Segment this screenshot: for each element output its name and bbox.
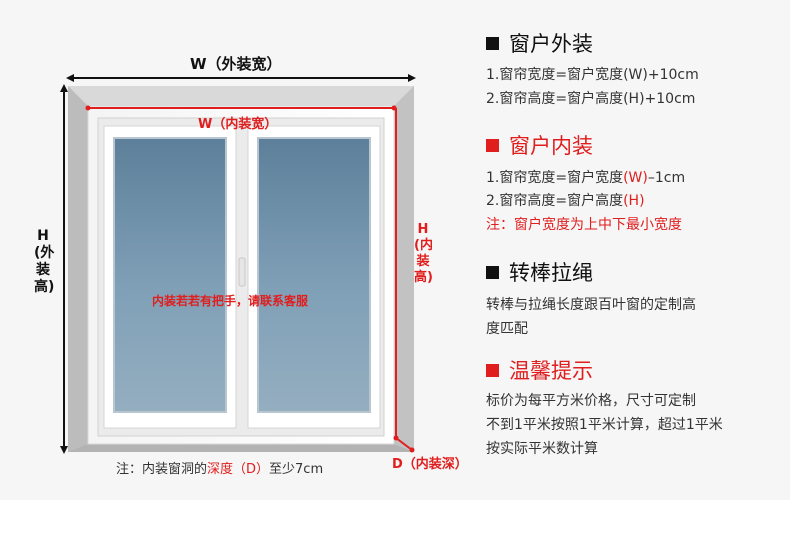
handle-note: 内装若若有把手，请联系客服 — [152, 294, 309, 308]
window-illustration — [60, 74, 416, 454]
depth-label: D（内装深） — [392, 457, 468, 472]
bullet-square-icon — [486, 36, 499, 50]
depth-line — [395, 437, 413, 451]
inner-width-label: W（内装宽） — [198, 117, 278, 132]
right-glass — [257, 137, 371, 413]
rod-cord-title: 转棒拉绳 — [509, 261, 593, 285]
window-handle — [238, 257, 246, 287]
bullet-square-icon — [486, 138, 499, 152]
inside-width-text: 1.窗帘宽度=窗户宽度 — [486, 170, 624, 186]
left-glass — [113, 137, 227, 413]
inside-width-var: (W) — [623, 170, 648, 186]
inside-height-var: (H) — [623, 193, 645, 209]
inside-height-rule: 2.窗帘高度=窗户高度(H) — [486, 190, 645, 210]
outside-mount-title: 窗户外装 — [509, 32, 593, 56]
outside-mount-heading: 窗户外装 — [486, 28, 593, 58]
outside-height-rule: 2.窗帘高度=窗户高度(H)+10cm — [486, 91, 696, 107]
depth-note-suffix: 至少7cm — [269, 462, 324, 477]
bullet-square-icon — [486, 363, 499, 377]
outer-width-label: W（外装宽） — [190, 55, 282, 73]
inside-height-text: 2.窗帘高度=窗户高度 — [486, 193, 624, 209]
depth-note-highlight: 深度（D） — [207, 462, 270, 477]
inside-width-suffix: –1cm — [647, 170, 686, 186]
tips-line-3: 按实际平米数计算 — [486, 441, 598, 457]
inside-width-rule: 1.窗帘宽度=窗户宽度(W)–1cm — [486, 167, 685, 187]
depth-note: 注：内装窗洞的深度（D）至少7cm — [116, 458, 323, 477]
inside-mount-title: 窗户内装 — [509, 134, 593, 158]
window-diagram: W（外装宽） W（内装宽） H(外装高) H(内装高) 内装若若有把手，请联系客… — [34, 55, 468, 477]
inside-mount-heading: 窗户内装 — [486, 130, 593, 160]
outside-width-rule: 1.窗帘宽度=窗户宽度(W)+10cm — [486, 67, 699, 83]
rod-cord-heading: 转棒拉绳 — [486, 257, 593, 287]
inside-mount-note: 注：窗户宽度为上中下最小宽度 — [486, 217, 682, 233]
tips-heading: 温馨提示 — [486, 355, 593, 385]
bullet-square-icon — [486, 265, 499, 279]
inner-height-label: H(内装高) — [414, 222, 433, 285]
rod-cord-line-2: 度匹配 — [486, 321, 528, 337]
depth-note-prefix: 注：内装窗洞的 — [116, 462, 208, 477]
tips-line-1: 标价为每平方米价格，尺寸可定制 — [486, 393, 696, 409]
outer-height-label: H(外装高) — [34, 228, 55, 295]
rod-cord-line-1: 转棒与拉绳长度跟百叶窗的定制高 — [486, 297, 696, 313]
tips-title: 温馨提示 — [509, 359, 593, 383]
tips-line-2: 不到1平米按照1平米计算，超过1平米 — [486, 417, 723, 433]
